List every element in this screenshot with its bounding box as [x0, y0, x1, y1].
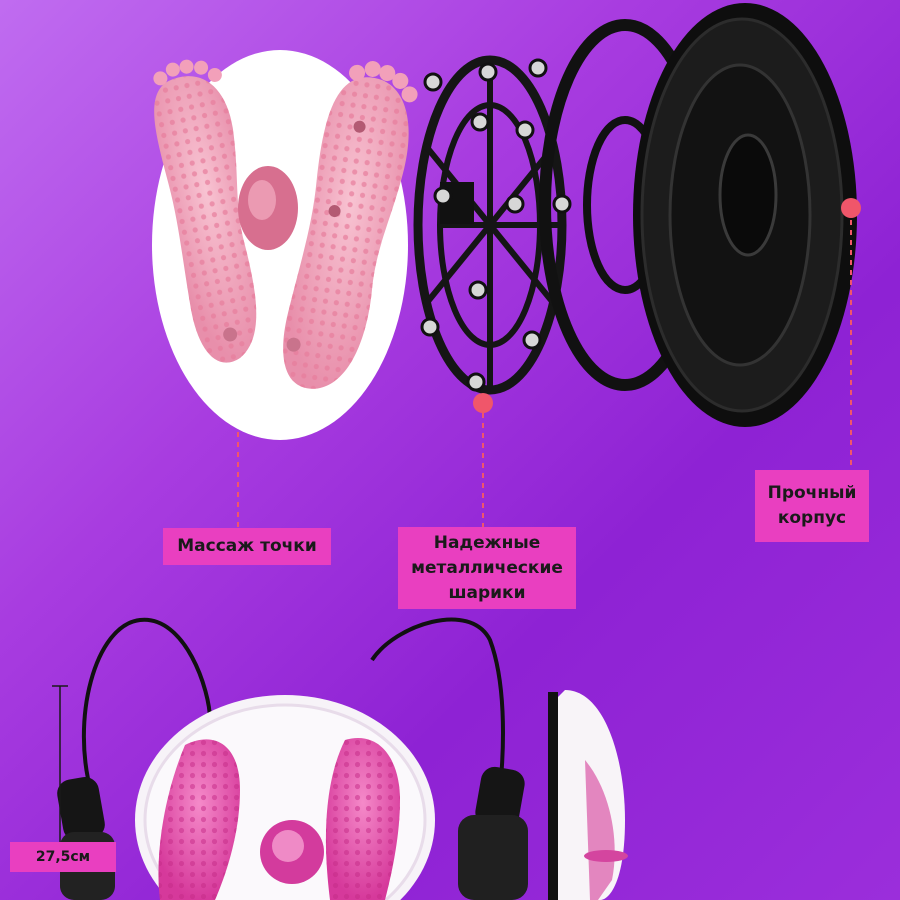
label-sturdy-body: Прочный корпус [755, 470, 869, 542]
base-body-disc [633, 3, 857, 427]
label-height: 27,5см [10, 842, 116, 872]
assembled-twister [57, 617, 528, 900]
massage-pad-closeup [152, 50, 418, 440]
callout-dot-balls [473, 393, 493, 413]
height-dimension-line [52, 685, 68, 842]
callout-leaders [237, 198, 861, 528]
callout-dot-body [841, 198, 861, 218]
label-massage-points: Массаж точки [163, 528, 331, 565]
label-metal-balls: Надежные металлические шарики [398, 527, 576, 609]
side-profile-disc [548, 690, 628, 900]
